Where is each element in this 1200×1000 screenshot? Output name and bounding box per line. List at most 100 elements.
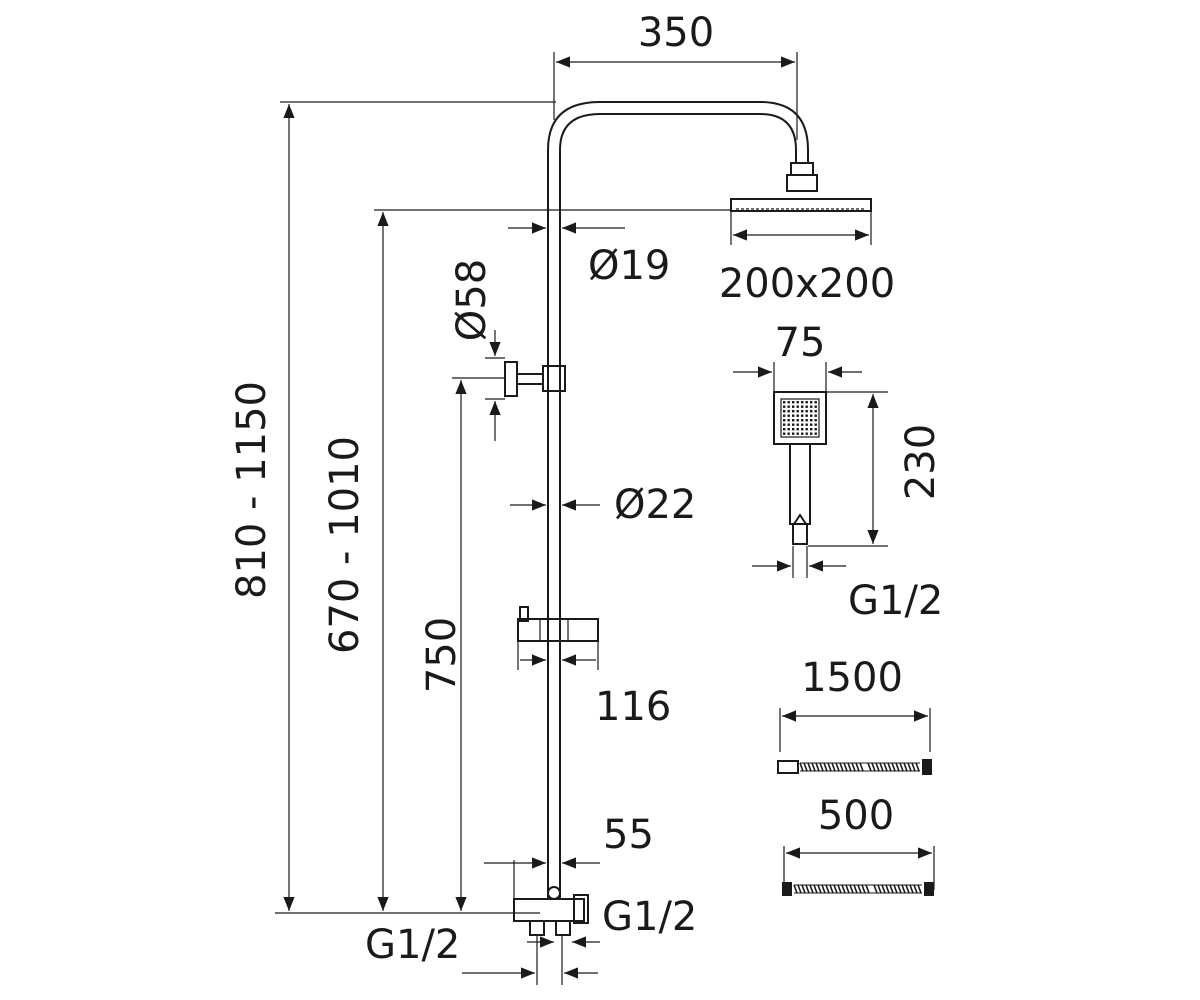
hose-coil-segment: [803, 762, 808, 772]
hose-coil-segment: [835, 762, 840, 772]
hose-coil-segment: [877, 884, 882, 894]
hose-coil-segment: [819, 762, 824, 772]
hose-coil-segment: [841, 884, 846, 894]
shower-column: [547, 101, 809, 900]
thermostatic-mixer: [513, 886, 589, 936]
hose-1500: 1500: [777, 655, 932, 775]
nozzle: [805, 401, 808, 404]
dim-label-hose-long: 1500: [801, 655, 903, 701]
nozzle: [783, 401, 786, 404]
nozzle: [792, 405, 795, 408]
dim-label-slider-offset: 116: [595, 684, 671, 730]
nozzle: [792, 414, 795, 417]
dim-hand-shower-length: 230: [808, 391, 944, 547]
nozzle: [783, 414, 786, 417]
nozzle: [805, 410, 808, 413]
hose-coil: [793, 884, 922, 894]
nozzle-grid: [783, 401, 817, 435]
nozzle: [796, 410, 799, 413]
hose-coil-segment: [915, 762, 920, 772]
hose-coil-segment: [881, 884, 886, 894]
dim-label-hand-shower-length: 230: [898, 424, 944, 500]
hose-coil-segment: [893, 884, 898, 894]
hose-coil-segment: [857, 884, 862, 894]
dim-label-wall-mount: Ø58: [449, 259, 495, 341]
nozzle: [787, 401, 790, 404]
nozzle: [792, 432, 795, 435]
hose-coil-segment: [831, 762, 836, 772]
hose-coil-segment: [827, 762, 832, 772]
nozzle: [787, 432, 790, 435]
dim-wall-mount: Ø58: [449, 259, 505, 441]
hose-coil-segment: [887, 762, 892, 772]
hose-coil-segment: [853, 884, 858, 894]
nozzle: [792, 401, 795, 404]
hose-coil-segment: [873, 884, 878, 894]
dim-label-head-height: 670 - 1010: [322, 436, 368, 654]
hose-coil-segment: [899, 762, 904, 772]
hose-coil-segment: [865, 884, 870, 894]
nozzle: [814, 410, 817, 413]
hose-coil-segment: [843, 762, 848, 772]
hose-coil-segment: [897, 884, 902, 894]
hose-coil-segment: [799, 762, 804, 772]
hand-shower-holder: [517, 606, 599, 642]
nozzle: [787, 423, 790, 426]
nozzle: [801, 401, 804, 404]
nozzle: [783, 410, 786, 413]
hose-coil-segment: [805, 884, 810, 894]
nozzle: [805, 428, 808, 431]
nozzle: [814, 414, 817, 417]
dim-hand-shower-thread: G1/2: [752, 546, 943, 624]
dim-label-bar-height: 750: [419, 617, 465, 693]
nozzle: [801, 410, 804, 413]
hose-coil-segment: [875, 762, 880, 772]
nozzle: [805, 405, 808, 408]
hose-coil-segment: [907, 762, 912, 772]
dim-label-head-size: 200x200: [719, 261, 895, 307]
hose-coil-segment: [849, 884, 854, 894]
nozzle: [805, 419, 808, 422]
dim-slider-offset: 116: [517, 641, 671, 730]
nozzle: [810, 419, 813, 422]
nozzle: [814, 401, 817, 404]
dim-label-top-width: 350: [638, 10, 714, 56]
hose-coil-segment: [901, 884, 906, 894]
nozzle: [787, 414, 790, 417]
hose-coil-segment: [855, 762, 860, 772]
dim-head-size: 200x200: [719, 211, 895, 307]
hose-coil-segment: [917, 884, 922, 894]
hose-coil-segment: [833, 884, 838, 894]
nozzle: [810, 405, 813, 408]
nozzle: [810, 401, 813, 404]
hose-coil-segment: [851, 762, 856, 772]
nozzle: [796, 419, 799, 422]
hose-coil-segment: [909, 884, 914, 894]
dim-mixer-inlet: G1/2: [365, 922, 600, 985]
hose-coil-segment: [821, 884, 826, 894]
hose-coil-segment: [809, 884, 814, 894]
hose-500: 500: [782, 793, 935, 896]
nozzle: [796, 401, 799, 404]
hose-coil-segment: [845, 884, 850, 894]
dim-label-hose-short: 500: [818, 793, 894, 839]
nozzle: [792, 419, 795, 422]
nozzle: [801, 432, 804, 435]
hose-coil-segment: [807, 762, 812, 772]
nozzle: [805, 423, 808, 426]
hose-coil-segment: [879, 762, 884, 772]
wall-bracket: [504, 361, 566, 397]
nozzle: [787, 410, 790, 413]
nozzle: [810, 410, 813, 413]
hose-coil-segment: [911, 762, 916, 772]
nozzle: [787, 428, 790, 431]
nozzle: [792, 410, 795, 413]
hose-coil-segment: [859, 762, 864, 772]
hose-coil-segment: [891, 762, 896, 772]
nozzle: [796, 414, 799, 417]
dim-total-height: 810 - 1150: [229, 101, 556, 914]
nozzle: [796, 405, 799, 408]
nozzle: [810, 432, 813, 435]
hose-coil-segment: [817, 884, 822, 894]
dim-head-height: 670 - 1010: [322, 209, 731, 911]
